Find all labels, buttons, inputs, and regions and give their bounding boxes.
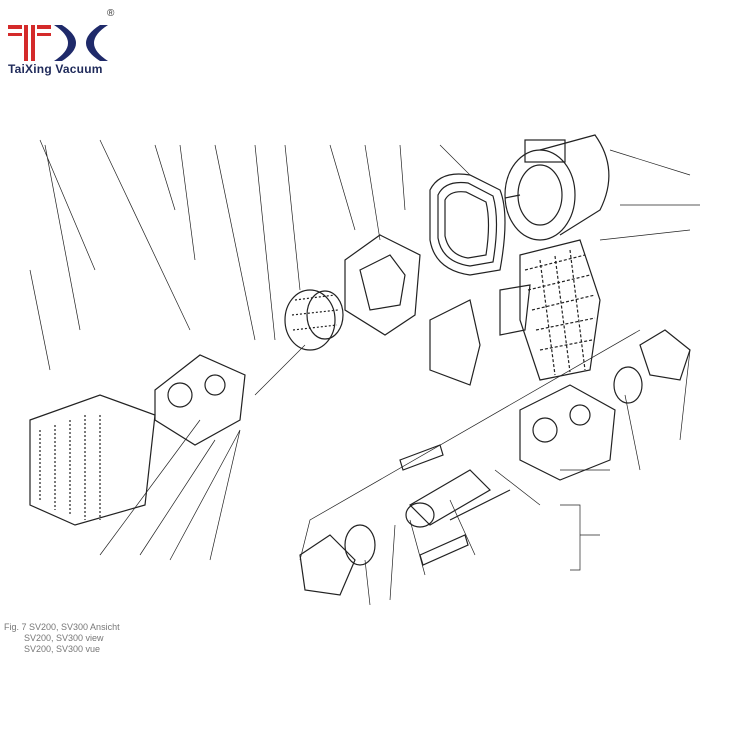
caption-line-1: Fig. 7 SV200, SV300 Ansicht (4, 622, 120, 632)
caption-line-3: SV200, SV300 vue (24, 644, 101, 654)
leader-lines (29, 139, 700, 606)
front-cover (299, 524, 376, 596)
fan-guard (519, 239, 601, 381)
fan-shroud (429, 173, 506, 276)
compressor-housing (519, 384, 616, 481)
logo (8, 25, 108, 61)
cover-shield (429, 284, 531, 386)
motor (504, 134, 610, 241)
brand-name: TaiXing Vacuum (8, 62, 103, 76)
pump-housing (154, 354, 246, 446)
end-plate (613, 329, 691, 404)
silencer-box (29, 394, 156, 526)
rotor (399, 444, 511, 566)
figure-caption: Fig. 7 SV200, SV300 Ansicht SV200, SV300… (4, 622, 120, 655)
caption-line-2: SV200, SV300 view (24, 633, 104, 643)
registered-mark: ® (107, 8, 115, 19)
fan-wheel (284, 289, 344, 351)
motor-bracket (344, 234, 421, 336)
